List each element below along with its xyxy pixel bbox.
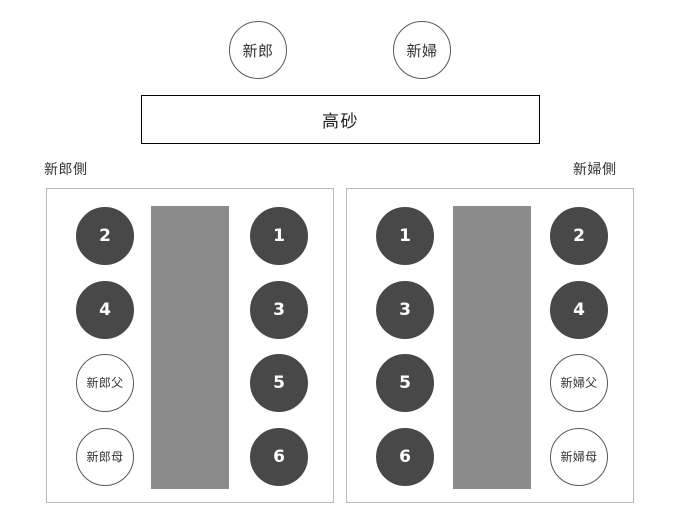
seat-label: 3: [399, 299, 411, 320]
seat-groom-right-1[interactable]: 1: [250, 207, 308, 265]
seat-label: 2: [99, 225, 111, 246]
caption-bride-side: 新婦側: [573, 162, 617, 178]
seat-label: 6: [273, 446, 285, 467]
seat-label: 5: [273, 372, 285, 393]
seat-groom-left-1[interactable]: 2: [76, 207, 134, 265]
seat-label: 1: [273, 225, 285, 246]
seat-bride-left-1[interactable]: 1: [376, 207, 434, 265]
caption-groom-side: 新郎側: [44, 162, 88, 178]
head-table[interactable]: 高砂: [141, 95, 540, 144]
guest-table-slab-groom-side: [151, 206, 229, 489]
head-table-label: 高砂: [322, 112, 359, 132]
seat-bride-left-3[interactable]: 5: [376, 354, 434, 412]
seat-groom-right-3[interactable]: 5: [250, 354, 308, 412]
seat-label: 5: [399, 372, 411, 393]
seat-bride-left-2[interactable]: 3: [376, 281, 434, 339]
seat-label: 新婦父: [560, 376, 598, 390]
seat-label: 新郎父: [86, 376, 124, 390]
seat-bride-right-2[interactable]: 4: [550, 281, 608, 339]
seat-groom-left-2[interactable]: 4: [76, 281, 134, 339]
seat-groom-right-4[interactable]: 6: [250, 428, 308, 486]
seat-label: 4: [99, 299, 111, 320]
guest-table-slab-bride-side: [453, 206, 531, 489]
seat-label: 新郎母: [86, 450, 124, 464]
seat-label: 6: [399, 446, 411, 467]
seat-bride-right-4[interactable]: 新婦母: [550, 428, 608, 486]
couple-seat-groom[interactable]: 新郎: [229, 21, 287, 79]
seat-groom-right-2[interactable]: 3: [250, 281, 308, 339]
seat-label: 新婦母: [560, 450, 598, 464]
guest-panel-groom-side: 2 4 新郎父 新郎母 1 3 5 6: [46, 188, 334, 503]
seat-label: 2: [573, 225, 585, 246]
seat-label: 1: [399, 225, 411, 246]
seat-label: 4: [573, 299, 585, 320]
seat-groom-left-4[interactable]: 新郎母: [76, 428, 134, 486]
seat-bride-right-3[interactable]: 新婦父: [550, 354, 608, 412]
couple-seat-bride[interactable]: 新婦: [393, 21, 451, 79]
seat-label: 3: [273, 299, 285, 320]
couple-seat-groom-label: 新郎: [242, 41, 274, 60]
couple-seat-bride-label: 新婦: [406, 41, 438, 60]
seat-groom-left-3[interactable]: 新郎父: [76, 354, 134, 412]
seat-bride-right-1[interactable]: 2: [550, 207, 608, 265]
seat-bride-left-4[interactable]: 6: [376, 428, 434, 486]
guest-panel-bride-side: 1 3 5 6 2 4 新婦父 新婦母: [346, 188, 634, 503]
